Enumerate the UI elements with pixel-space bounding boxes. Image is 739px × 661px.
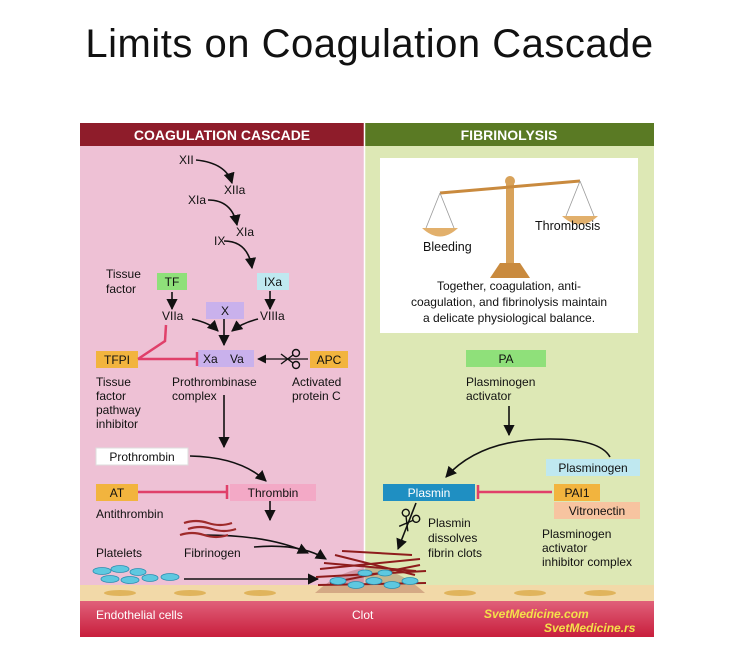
cascade-chain: XII XIIa XIa XIa IX Tissue factor VIIa V… (106, 153, 285, 323)
coagulation-figure: COAGULATION CASCADE FIBRINOLYSIS XII XII… (80, 123, 654, 637)
tf-box (157, 273, 187, 290)
right-header-bar (365, 123, 654, 146)
vessel-wall (80, 601, 654, 637)
pai1-inhibition (476, 485, 552, 499)
endothelium-layer (80, 585, 654, 601)
watermark-2: SvetMedicine.rs (544, 621, 636, 635)
left-header-bar (80, 123, 364, 146)
endothelial-label: Endothelial cells (96, 608, 183, 622)
label-viiia: VIIIa (260, 309, 285, 323)
label-xia-in: XIa (188, 193, 206, 207)
label-tissue-1: Tissue (106, 267, 141, 281)
platelets-cluster (92, 565, 180, 584)
balance-text-2: coagulation, and fibrinolysis maintain (411, 295, 607, 309)
pa-box (466, 350, 546, 367)
descriptions-left: Tissue factor pathway inhibitor Prothrom… (96, 375, 341, 431)
thrombin-label: Thrombin (248, 486, 299, 500)
pai-desc-2: activator (542, 541, 587, 555)
prothrombinase-1: Prothrombinase (172, 375, 257, 389)
apc-desc-1: Activated (292, 375, 341, 389)
plasminogen-box (546, 459, 640, 476)
tfpi-desc-4: inhibitor (96, 417, 138, 431)
tfpi-desc-3: pathway (96, 403, 141, 417)
ixa-label: IXa (264, 275, 282, 289)
xa-va-box (198, 350, 254, 367)
plasmin-desc-2: dissolves (428, 531, 477, 545)
endothelial-nuclei (104, 590, 616, 596)
thrombin-box (230, 484, 316, 501)
label-viia: VIIa (162, 309, 184, 323)
slide-title: Limits on Coagulation Cascade (85, 22, 654, 66)
plasmin-description: Plasmin dissolves fibrin clots (428, 516, 482, 560)
pai1-box (554, 484, 600, 501)
va-label: Va (230, 352, 244, 366)
at-inhibition (138, 485, 229, 499)
prothrombinase-2: complex (172, 389, 217, 403)
apc-box (310, 351, 348, 368)
x-box (206, 302, 244, 319)
pai1-label: PAI1 (564, 486, 589, 500)
pai-desc-3: inhibitor complex (542, 555, 632, 569)
fibrinogen-strands (179, 519, 237, 539)
plasminogen-label: Plasminogen (558, 461, 627, 475)
scale-icon (422, 176, 598, 278)
ixa-box (257, 273, 289, 290)
scale-thrombosis: Thrombosis (535, 219, 600, 233)
vitronectin-box (554, 502, 640, 519)
xa-label: Xa (203, 352, 218, 366)
pai-desc-1: Plasminogen (542, 527, 611, 541)
balance-text: Together, coagulation, anti- coagulation… (411, 279, 607, 325)
balance-text-1: Together, coagulation, anti- (437, 279, 581, 293)
plasmin-desc-3: fibrin clots (428, 546, 482, 560)
plasmin-desc-1: Plasmin (428, 516, 471, 530)
left-header: COAGULATION CASCADE (134, 127, 310, 143)
at-label: AT (110, 486, 125, 500)
apc-label: APC (317, 353, 342, 367)
plasmin-label: Plasmin (408, 486, 451, 500)
platelets-label: Platelets (96, 546, 142, 560)
antithrombin-label: Antithrombin (96, 507, 163, 521)
scale-bleeding: Bleeding (423, 240, 472, 254)
balance-text-3: a delicate physiological balance. (423, 311, 595, 325)
tfpi-box (96, 351, 138, 368)
vitronectin-label: Vitronectin (569, 504, 625, 518)
apc-desc-2: protein C (292, 389, 341, 403)
label-xii: XII (179, 153, 194, 167)
plasmin-box (383, 484, 475, 501)
tfpi-inhibition (137, 324, 199, 366)
prothrombin-label: Prothrombin (109, 450, 174, 464)
clot-mass (315, 550, 427, 593)
tfpi-desc-2: factor (96, 389, 126, 403)
fibrinogen-label: Fibrinogen (184, 546, 241, 560)
tfpi-label: TFPI (104, 353, 130, 367)
prothrombin-box (95, 447, 189, 466)
right-header: FIBRINOLYSIS (461, 127, 558, 143)
clot-label: Clot (352, 608, 374, 622)
pai-description: Plasminogen activator inhibitor complex (542, 527, 632, 569)
label-xiia: XIIa (224, 183, 246, 197)
label-xia-out: XIa (236, 225, 254, 239)
tf-label: TF (165, 275, 180, 289)
pa-desc-2: activator (466, 389, 511, 403)
label-ix: IX (214, 234, 225, 248)
pa-desc-1: Plasminogen (466, 375, 535, 389)
tfpi-desc-1: Tissue (96, 375, 131, 389)
scissors-icon-plasmin (398, 508, 421, 532)
x-label: X (221, 304, 229, 318)
at-box (96, 484, 138, 501)
scissors-icon (280, 348, 301, 370)
label-tissue-2: factor (106, 282, 136, 296)
pa-label: PA (498, 352, 513, 366)
watermark-1: SvetMedicine.com (484, 607, 589, 621)
